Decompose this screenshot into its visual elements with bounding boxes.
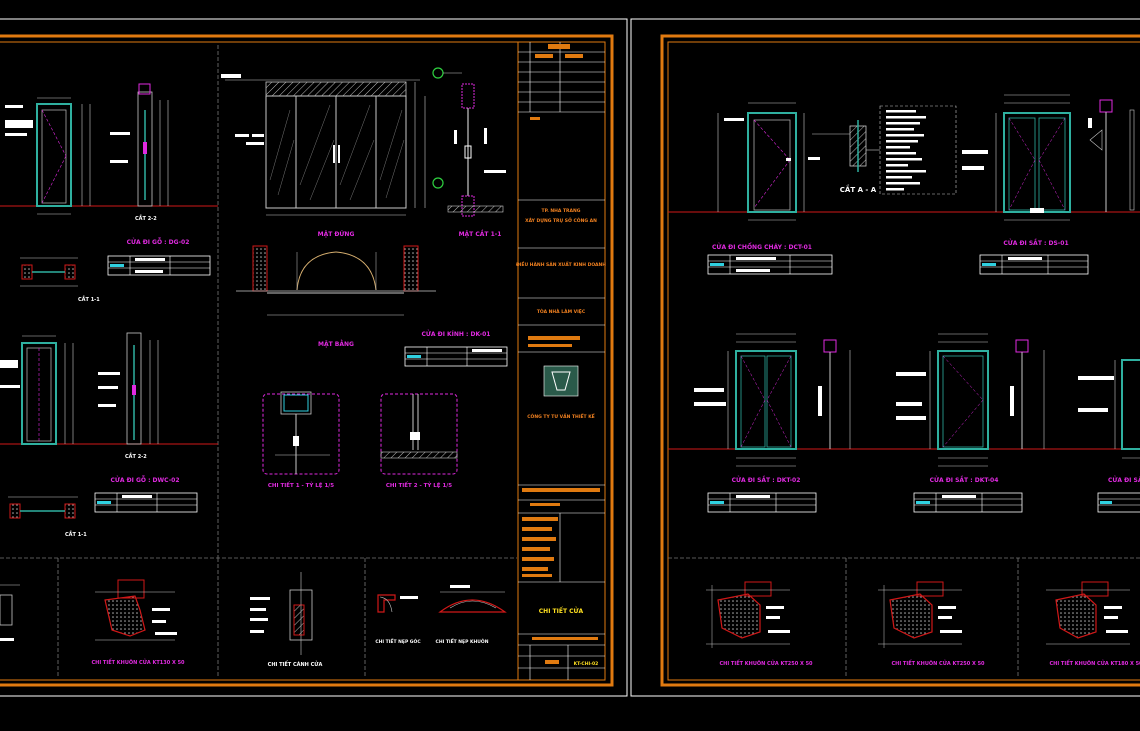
detail-frame-trim[interactable] — [438, 585, 507, 613]
caption-det1: CHI TIẾT 1 - TỶ LỆ 1/5 — [268, 481, 334, 489]
door-dg02-section[interactable] — [110, 83, 169, 207]
door-dct01-schedule-table — [707, 254, 833, 275]
door-dkt04-schedule-table — [913, 492, 1023, 513]
caption-elev: MẶT ĐỨNG — [318, 231, 355, 238]
title-drawing: CHI TIẾT CỬA — [539, 607, 584, 615]
door-dkt04-elevation[interactable] — [896, 333, 989, 467]
title-sheet-no: KT-CHI-02 — [574, 661, 599, 667]
caption-b3a: CHI TIẾT NẸP GÓC — [375, 637, 421, 645]
detail-frame-kt250-b[interactable] — [878, 581, 962, 648]
title-project: XÂY DỰNG TRỤ SỞ CÔNG AN — [525, 216, 597, 224]
door-dct01-section[interactable] — [812, 120, 880, 172]
glass-door-schedule-table — [404, 346, 508, 367]
caption-rb2: CHI TIẾT KHUÔN CỬA KT250 X 50 — [891, 659, 985, 667]
detail-2[interactable] — [380, 393, 458, 475]
caption-b1: CHI TIẾT KHUÔN CỬA KT130 X 50 — [91, 658, 185, 666]
title-location: ĐIỀU HÀNH SẢN XUẤT KINH DOANH — [516, 259, 606, 268]
door-ds01-elevation[interactable] — [962, 94, 1071, 221]
caption-l1cut2: CẮT 1-1 — [78, 295, 100, 303]
caption-l2cut: CẮT 2-2 — [125, 452, 147, 460]
caption-l1: CỬA ĐI GỖ : DG-02 — [127, 238, 190, 246]
door-ds01-schedule-table — [979, 254, 1089, 275]
caption-glass: CỬA ĐI KÍNH : DK-01 — [422, 330, 491, 338]
caption-rb3: CHI TIẾT KHUÔN CỬA KT180 X 50 — [1049, 659, 1140, 667]
door-dg02-plan-detail[interactable] — [20, 257, 78, 287]
door-dg02-elevation[interactable] — [0, 97, 218, 215]
caption-r3: CỬA ĐI SẮT : DKT-02 — [732, 476, 801, 484]
caption-r1cut: CẮT A - A — [840, 184, 877, 194]
sheet-right — [630, 18, 1140, 697]
caption-l2: CỬA ĐI GỖ : DWC-02 — [110, 476, 179, 484]
detail-frame-kt250-a[interactable] — [706, 581, 790, 648]
caption-r5: CỬA ĐI SẮT — [1108, 476, 1140, 484]
detail-frame-kt130[interactable] — [95, 579, 177, 641]
detail-1[interactable] — [262, 391, 340, 475]
door-dkt02-schedule-table — [707, 492, 817, 513]
door-ds01-section[interactable] — [1088, 99, 1135, 212]
door-dwc02-plan-detail[interactable] — [8, 496, 78, 519]
caption-r4: CỬA ĐI SẮT : DKT-04 — [930, 476, 999, 484]
door-dwc02-section[interactable] — [98, 332, 159, 445]
title-heading: TP. NHA TRANG — [542, 208, 581, 214]
glass-door-section[interactable] — [424, 67, 506, 217]
title-item: TÒA NHÀ LÀM VIỆC — [537, 307, 586, 315]
door-dct01-elevation[interactable] — [717, 102, 820, 221]
caption-l2cut2: CẮT 1-1 — [65, 530, 87, 538]
caption-plan: MẶT BẰNG — [318, 340, 354, 348]
door-dkt02-elevation[interactable] — [694, 333, 797, 467]
detail-frame-kt180[interactable] — [1046, 581, 1130, 645]
door-partial-schedule-table — [1097, 492, 1140, 513]
door-dkt04-section[interactable] — [1010, 339, 1045, 449]
door-dwc02-schedule-table — [94, 492, 198, 513]
door-partial-elevation[interactable] — [1078, 359, 1140, 459]
title-block — [517, 41, 606, 681]
glass-door-plan[interactable] — [236, 245, 436, 316]
sheet-left — [0, 18, 628, 697]
caption-r2: CỬA ĐI SẮT : DS-01 — [1003, 239, 1068, 247]
glass-door-elevation[interactable] — [221, 74, 420, 216]
caption-rb1: CHI TIẾT KHUÔN CỬA KT250 X 50 — [719, 659, 813, 667]
door-dwc02-elevation[interactable] — [0, 335, 218, 445]
caption-sect: MẶT CẮT 1-1 — [459, 230, 502, 238]
caption-l1cut: CẮT 2-2 — [135, 214, 157, 222]
title-company: CÔNG TY TƯ VẤN THIẾT KẾ — [527, 412, 595, 420]
detail-frame-left-partial[interactable] — [0, 584, 20, 641]
detail-corner-trim[interactable] — [377, 594, 418, 613]
caption-b2: CHI TIẾT CÁNH CỬA — [268, 660, 323, 668]
caption-b3b: CHI TIẾT NẸP KHUÔN — [436, 637, 489, 645]
caption-det2: CHI TIẾT 2 - TỶ LỆ 1/5 — [386, 481, 452, 489]
door-dkt02-section[interactable] — [818, 339, 851, 449]
door-dct01-notes — [879, 105, 957, 195]
caption-r1: CỬA ĐI CHỐNG CHÁY : DCT-01 — [712, 243, 812, 251]
door-dg02-schedule-table — [107, 255, 211, 276]
detail-door-leaf[interactable] — [250, 572, 313, 655]
